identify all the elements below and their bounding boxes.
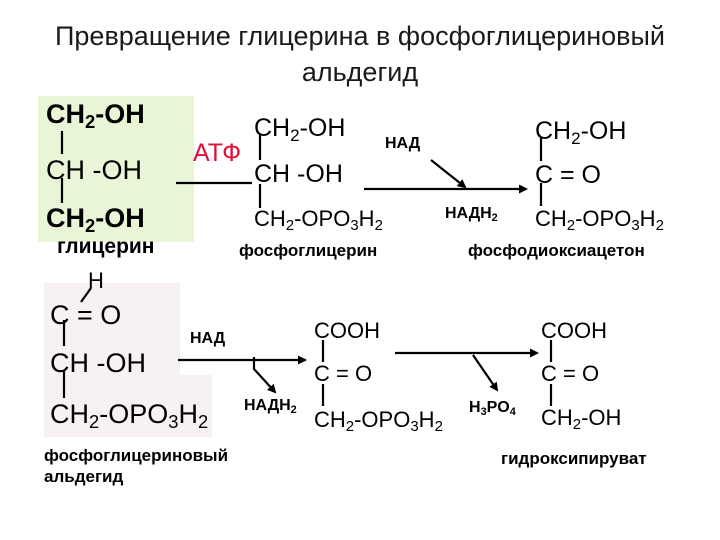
phosphoglycerol-line-3: CH2-OPO3H2 — [254, 206, 383, 235]
title-line-1: Превращение глицерина в фосфоглицериновы… — [55, 21, 665, 51]
aldehyde-name: фосфоглицериновый альдегид — [44, 445, 228, 487]
hydroxypyruvate-line-3: CH2-OH — [541, 405, 622, 434]
dhap-name: фосфодиоксиацетон — [468, 241, 645, 260]
dhap-line-3: CH2-OPO3H2 — [535, 206, 664, 235]
arrow-nad-to-nadh-2 — [252, 357, 277, 394]
glycerol-line-2: CH -OH — [46, 155, 142, 185]
aldehyde-highlight-lower — [44, 375, 212, 437]
glycerol-line-3: CH2-OH — [46, 203, 145, 237]
aldehyde-highlight — [44, 283, 180, 375]
aldehyde-line-1: C = O — [50, 300, 122, 330]
arrow-nad-to-nadh-1 — [430, 159, 467, 189]
dhap-line-1: CH2-OH — [535, 117, 627, 148]
phosphoglycerol-line-2: CH -OH — [254, 160, 343, 188]
aldehyde-name-line-2: альдегид — [44, 467, 124, 486]
aldehyde-name-line-1: фосфоглицериновый — [44, 446, 229, 465]
hydroxypyruvate-line-1: COOH — [541, 318, 607, 343]
glycerol-line-1: CH2-OH — [46, 99, 145, 133]
aldehyde-line-3: CH2-OPO3H2 — [50, 399, 209, 433]
title-line-2: альдегид — [301, 57, 419, 87]
phosphoglyceric-line-2: C = O — [314, 361, 373, 386]
phosphoglyceric-line-1: COOH — [314, 318, 380, 343]
nadh-label-2: НАДН2 — [244, 397, 297, 417]
arrow-h3po4 — [472, 354, 499, 392]
dhap-line-2: C = O — [535, 161, 601, 189]
hydroxypyruvate-name: гидроксипируват — [501, 449, 647, 468]
glycerol-highlight — [38, 96, 194, 242]
nad-label-2: НАД — [190, 330, 226, 347]
nad-label-1: НАД — [385, 135, 421, 152]
nadh-label-1: НАДН2 — [445, 205, 498, 225]
phosphoglyceric-line-3: CH2-OPO3H2 — [314, 407, 443, 436]
glycerol-name: глицерин — [57, 235, 155, 258]
aldehyde-line-2: CH -OH — [50, 348, 146, 378]
bond-aldehyde-h — [80, 287, 92, 303]
phosphoglycerol-line-1: CH2-OH — [254, 114, 346, 145]
aldehyde-hydrogen: H — [88, 268, 104, 293]
phosphoglycerol-name: фосфоглицерин — [239, 241, 378, 260]
h3po4-label: H3PO4 — [469, 399, 516, 419]
slide-title: Превращение глицерина в фосфоглицериновы… — [30, 18, 690, 90]
atp-label: АТФ — [193, 139, 242, 167]
hydroxypyruvate-line-2: C = O — [541, 361, 600, 386]
